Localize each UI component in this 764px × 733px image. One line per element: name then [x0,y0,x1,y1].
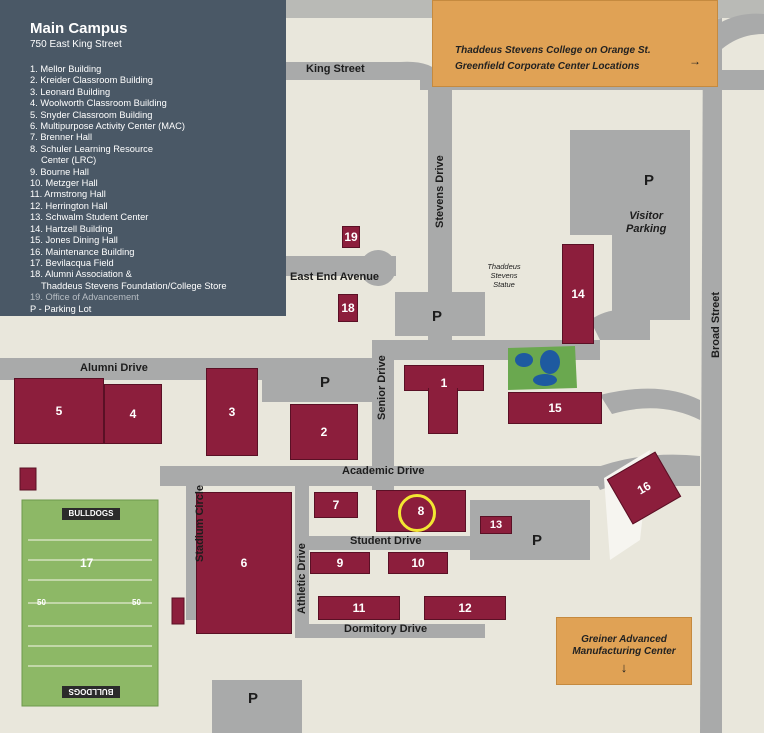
street-label-king: King Street [306,63,365,75]
statue-line: Thaddeus [487,262,521,271]
legend-item: Thaddeus Stevens Foundation/College Stor… [30,281,286,292]
legend-item: 12. Herrington Hall [30,200,108,211]
street-label-stadium: Stadium Circle [194,484,206,562]
legend-item: 13. Schwalm Student Center [30,212,149,223]
legend-list: 1. Mellor Building 2. Kreider Classroom … [30,64,286,315]
building-4[interactable]: 4 [104,384,162,444]
callout-line: Greiner Advanced [581,634,667,645]
building-1[interactable]: 1 [404,365,484,391]
street-label-student: Student Drive [350,535,422,547]
street-label-athletic: Athletic Drive [296,543,308,614]
callout-line: Manufacturing Center [572,646,676,657]
statue-line: Statue [493,280,515,289]
legend-item-cont: Thaddeus Stevens Foundation/College Stor… [41,280,227,291]
legend-item: 11. Armstrong Hall [30,189,106,200]
legend-item: 16. Maintenance Building [30,246,135,257]
building-1-wing [428,388,458,434]
building-3[interactable]: 3 [206,368,258,456]
street-label-dormitory: Dormitory Drive [344,623,428,635]
parking-label[interactable]: P [532,532,543,549]
legend-item: 2. Kreider Classroom Building [30,75,153,86]
legend-title: Main Campus [30,20,128,37]
legend-item: Center (LRC) [30,155,286,166]
legend-item: 18. Alumni Association & [30,269,132,280]
statue-line: Stevens [490,271,518,280]
endzone-top: BULLDOGS [68,509,114,518]
building-2[interactable]: 2 [290,404,358,460]
legend-item: 17. Bevilacqua Field [30,257,114,268]
statue-label: Thaddeus Stevens Statue [482,262,526,289]
street-label-academic: Academic Drive [342,465,425,477]
building-11[interactable]: 11 [318,596,400,620]
visitor-line: Visitor [629,210,664,222]
building-18[interactable]: 18 [338,294,358,322]
parking-label[interactable]: P [248,690,259,707]
street-label-broad: Broad Street [710,291,722,358]
street-label-alumni: Alumni Drive [80,362,148,374]
legend-item: 8. Schuler Learning Resource [30,143,153,154]
legend-item: 10. Metzger Hall [30,178,98,189]
building-12[interactable]: 12 [424,596,506,620]
building-14[interactable]: 14 [562,244,594,344]
field-label[interactable]: 17 [80,556,94,570]
orange-st-callout[interactable]: Thaddeus Stevens College on Orange St. G… [432,0,718,87]
visitor-parking-label: Visitor Parking [626,210,666,236]
legend-item-cont: Center (LRC) [41,155,97,166]
parking-label[interactable]: P [432,308,443,325]
building-5[interactable]: 5 [14,378,104,444]
visitor-line: Parking [626,223,667,235]
map-legend: Main Campus 750 East King Street 1. Mell… [0,0,286,316]
legend-item: 7. Brenner Hall [30,132,93,143]
building-9[interactable]: 9 [310,552,370,574]
legend-item: 15. Jones Dining Hall [30,235,118,246]
legend-item: 1. Mellor Building [30,64,102,74]
parking-label[interactable]: P [320,374,331,391]
arrow-right-icon: → [689,54,701,68]
legend-item-highlighted: 19. Office of Advancement [30,292,139,303]
parking-label[interactable]: P [644,172,655,189]
building-6[interactable]: 6 [196,492,292,634]
street-label-east-end: East End Avenue [290,271,380,283]
legend-item: 6. Multipurpose Activity Center (MAC) [30,121,185,132]
legend-item: 5. Snyder Classroom Building [30,109,153,120]
street-label-stevens: Stevens Drive [434,155,446,228]
endzone-bottom: BULLDOGS [68,687,114,696]
greiner-callout[interactable]: Greiner Advanced Manufacturing Center ↓ [556,617,692,685]
arrow-down-icon: ↓ [620,660,628,675]
legend-item: 9. Bourne Hall [30,166,89,177]
legend-item: P - Parking Lot [30,303,92,314]
building-7[interactable]: 7 [314,492,358,518]
legend-address: 750 East King Street [30,39,122,50]
legend-item: 3. Leonard Building [30,86,111,97]
building-10[interactable]: 10 [388,552,448,574]
building-13[interactable]: 13 [480,516,512,534]
callout-line: Greenfield Corporate Center Locations [455,61,640,72]
street-label-senior: Senior Drive [376,355,388,420]
building-19[interactable]: 19 [342,226,360,248]
field-50-yard: 50 [132,598,141,607]
legend-item: 14. Hartzell Building [30,223,113,234]
legend-item: 4. Woolworth Classroom Building [30,98,167,109]
field-50-yard: 50 [37,598,46,607]
building-15[interactable]: 15 [508,392,602,424]
location-highlight-ring [398,494,436,532]
callout-line: Thaddeus Stevens College on Orange St. [455,45,651,56]
